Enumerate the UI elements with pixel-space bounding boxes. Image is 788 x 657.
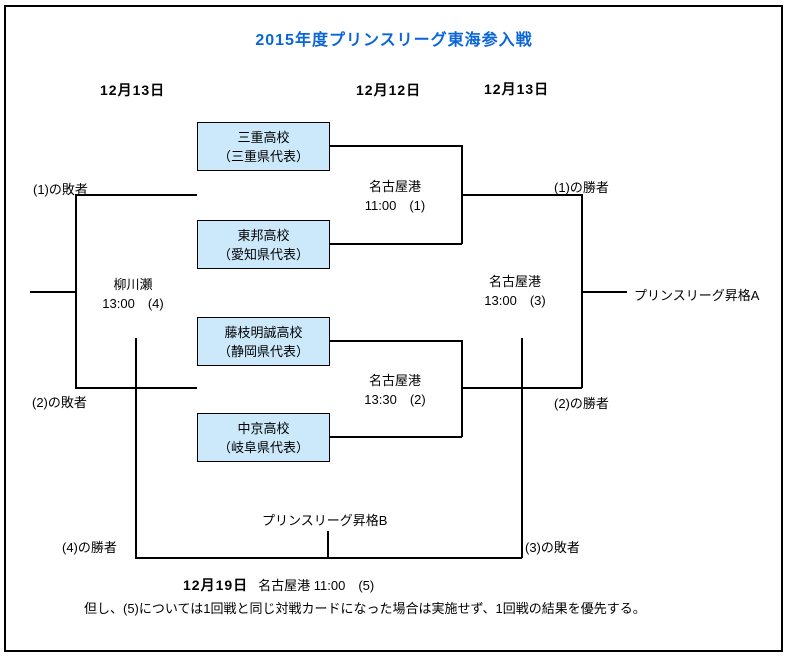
- team-region: （岐阜県代表）: [217, 439, 309, 455]
- match5-details: 名古屋港 11:00 (5): [258, 578, 375, 593]
- team-region: （三重県代表）: [217, 148, 309, 164]
- promotion-a-line: [581, 291, 627, 293]
- match1-venue: 名古屋港: [368, 179, 421, 194]
- match1-time: 11:00 (1): [364, 198, 426, 213]
- team-region: （静岡県代表）: [217, 343, 309, 359]
- match4-vertical: [75, 194, 77, 388]
- date-header-right: 12月13日: [484, 81, 550, 97]
- match2-top-connector: [330, 340, 462, 342]
- match1-label: 名古屋港 11:00 (1): [330, 177, 460, 215]
- label-loser-of-3: (3)の敗者: [525, 540, 580, 555]
- match3-time: 13:00 (3): [484, 293, 546, 308]
- tournament-title: 2015年度プリンスリーグ東海参入戦: [255, 32, 533, 49]
- label-winner-of-4: (4)の勝者: [62, 540, 117, 555]
- label-promotion-b: プリンスリーグ昇格B: [262, 513, 388, 528]
- match1-top-connector: [330, 145, 462, 147]
- team-name: 中京高校: [237, 420, 290, 436]
- date-header-center: 12月12日: [356, 82, 422, 98]
- match5-left-drop-line: [135, 338, 137, 558]
- match4-top-connector: [75, 194, 197, 196]
- footnote: 但し、(5)については1回戦と同じ対戦カードになった場合は実施せず、1回戦の結果…: [84, 601, 646, 616]
- match4-winner-line: [30, 291, 75, 293]
- team-name: 三重高校: [237, 129, 290, 145]
- match4-venue: 柳川瀬: [113, 277, 153, 292]
- match2-label: 名古屋港 13:30 (2): [330, 371, 460, 409]
- match2-bottom-connector: [330, 436, 462, 438]
- team-box-chukyo: 中京高校 （岐阜県代表）: [197, 413, 330, 462]
- date-header-left: 12月13日: [100, 82, 166, 98]
- match3-label: 名古屋港 13:00 (3): [450, 272, 580, 310]
- border-frame: [4, 5, 783, 652]
- team-box-mie: 三重高校 （三重県代表）: [197, 122, 330, 171]
- team-box-fujieda-meisei: 藤枝明誠高校 （静岡県代表）: [197, 317, 330, 366]
- match3-venue: 名古屋港: [488, 274, 541, 289]
- match1-bottom-connector: [330, 243, 462, 245]
- match2-time: 13:30 (2): [364, 392, 426, 407]
- match5-date: 12月19日: [183, 577, 249, 593]
- match2-vertical: [461, 340, 463, 437]
- match2-venue: 名古屋港: [368, 373, 421, 388]
- label-loser-of-1: (1)の敗者: [33, 182, 88, 197]
- match5-bottom-line: [135, 557, 522, 559]
- match1-winner-line: [461, 194, 582, 196]
- match5-right-drop-line: [521, 338, 523, 558]
- match4-time: 13:00 (4): [102, 296, 164, 311]
- label-promotion-a: プリンスリーグ昇格A: [634, 288, 760, 303]
- label-winner-of-2: (2)の勝者: [554, 396, 609, 411]
- match5-label: 12月19日 名古屋港 11:00 (5): [183, 575, 374, 595]
- team-name: 東邦高校: [237, 227, 290, 243]
- team-name: 藤枝明誠高校: [224, 324, 303, 340]
- match4-label: 柳川瀬 13:00 (4): [68, 275, 198, 313]
- label-loser-of-2: (2)の敗者: [32, 395, 87, 410]
- promotion-b-tick: [327, 531, 329, 558]
- team-region: （愛知県代表）: [217, 246, 309, 262]
- label-winner-of-1: (1)の勝者: [554, 180, 609, 195]
- team-box-toho: 東邦高校 （愛知県代表）: [197, 220, 330, 269]
